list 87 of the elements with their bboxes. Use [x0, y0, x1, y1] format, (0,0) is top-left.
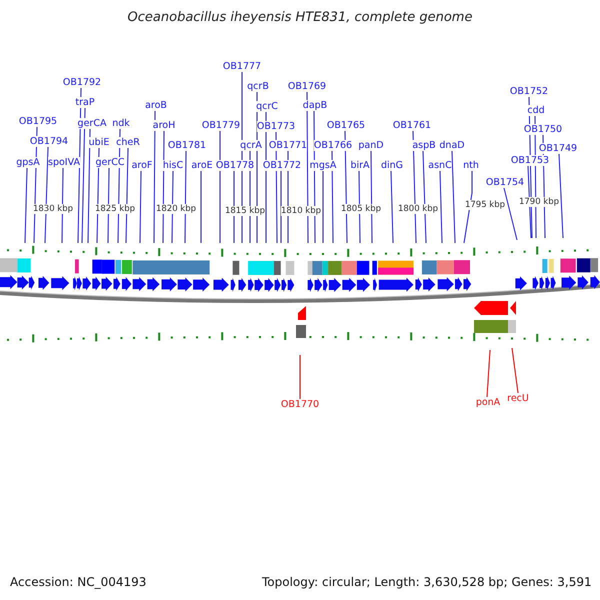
gene-label: OB1769	[288, 81, 326, 92]
gene-label: aroB	[145, 100, 167, 111]
gene-label: panD	[358, 140, 384, 151]
gene-label: OB1779	[202, 120, 240, 131]
leader-line	[126, 148, 128, 244]
gene-label: OB1754	[486, 177, 524, 188]
leader-line	[154, 110, 156, 244]
gene-label: cdd	[527, 105, 545, 116]
leader-line	[512, 348, 518, 394]
genome-title: Oceanobacillus iheyensis HTE831, complete genome	[126, 10, 474, 25]
leader-line	[184, 150, 186, 244]
gene-label: cheR	[116, 137, 140, 148]
genome-summary-text: Topology: circular; Length: 3,630,528 bp; Genes: 3,591	[262, 575, 592, 589]
scale-label: 1800 kbp	[398, 204, 438, 214]
leader-line	[464, 170, 472, 244]
gene-label: OB1781	[168, 140, 206, 151]
gene-label: gerCA	[78, 118, 106, 129]
leader-line	[108, 168, 110, 244]
leader-line	[504, 188, 518, 240]
gene-label: dnaD	[439, 140, 465, 151]
gene-label: ubiE	[88, 137, 110, 148]
scale-label: 1790 kbp	[518, 197, 560, 207]
leader-line	[486, 350, 490, 398]
leader-line	[452, 150, 456, 244]
gene-label: hisC	[162, 160, 184, 171]
leader-line	[322, 170, 324, 244]
gene-label: OB1772	[262, 160, 302, 171]
leader-line	[88, 128, 90, 244]
gene-label: mgsA	[310, 160, 336, 171]
gene-label: dapB	[302, 100, 328, 111]
gene-label: qcrB	[247, 81, 269, 92]
gene-label: OB1753	[510, 155, 550, 166]
leader-line	[140, 170, 142, 244]
gene-label: OB1749	[538, 143, 578, 154]
gene-label: qcrA	[240, 140, 262, 151]
gene-label: birA	[350, 160, 370, 171]
leader-line	[172, 170, 174, 244]
gene-label: OB1752	[510, 86, 548, 97]
leader-line	[280, 170, 282, 244]
gene-label: asnC	[428, 160, 452, 171]
leader-line	[44, 146, 48, 244]
gene-label: traP	[75, 97, 95, 108]
scale-label: 1815 kbp	[224, 206, 266, 216]
gene-label: gpsA	[16, 157, 40, 168]
leader-line	[24, 168, 28, 244]
gene-label: OB1773	[256, 121, 296, 132]
gene-label: spoIVA	[48, 157, 80, 168]
gene-label: recU	[507, 393, 529, 404]
gene-label: aroE	[191, 160, 213, 171]
gene-label: ndk	[112, 118, 130, 129]
leader-line	[422, 150, 426, 244]
gene-label: dinG	[380, 160, 404, 171]
leader-line	[200, 170, 202, 244]
gene-label: OB1765	[326, 120, 366, 131]
leader-line	[332, 150, 334, 244]
gene-label: OB1778	[216, 160, 254, 171]
gene-label: aspB	[412, 140, 436, 151]
scale-label: 1825 kbp	[94, 204, 136, 214]
scale-label: 1820 kbp	[156, 204, 196, 214]
gene-label: OB1771	[268, 140, 308, 151]
gene-label: nth	[463, 160, 479, 171]
leader-line	[528, 166, 532, 238]
leader-line	[390, 170, 394, 244]
gene-label: ponA	[476, 397, 500, 408]
gene-label: OB1795	[18, 116, 58, 127]
gene-label: OB1794	[30, 136, 68, 147]
scale-label: 1810 kbp	[280, 206, 322, 216]
gene-label: gerCC	[95, 157, 125, 168]
leader-line	[440, 170, 442, 244]
scale-label: 1795 kbp	[464, 200, 506, 210]
scale-label: 1805 kbp	[340, 204, 382, 214]
accession-text: Accession: NC_004193	[10, 575, 146, 589]
gene-label: aroF	[132, 160, 152, 171]
leader-line	[558, 154, 564, 238]
leader-line	[62, 168, 64, 244]
gene-label: OB1766	[314, 140, 352, 151]
gene-label: OB1792	[62, 77, 102, 88]
gene-label: OB1761	[392, 120, 432, 131]
gene-label: OB1770	[280, 399, 320, 410]
gene-label: OB1777	[222, 61, 262, 72]
gene-label: aroH	[152, 120, 176, 131]
scale-label: 1830 kbp	[32, 204, 74, 214]
leader-line	[370, 150, 372, 244]
leader-line	[82, 108, 86, 244]
leader-line	[358, 170, 360, 244]
gene-label: OB1750	[524, 124, 562, 135]
gene-label: qcrC	[256, 101, 278, 112]
